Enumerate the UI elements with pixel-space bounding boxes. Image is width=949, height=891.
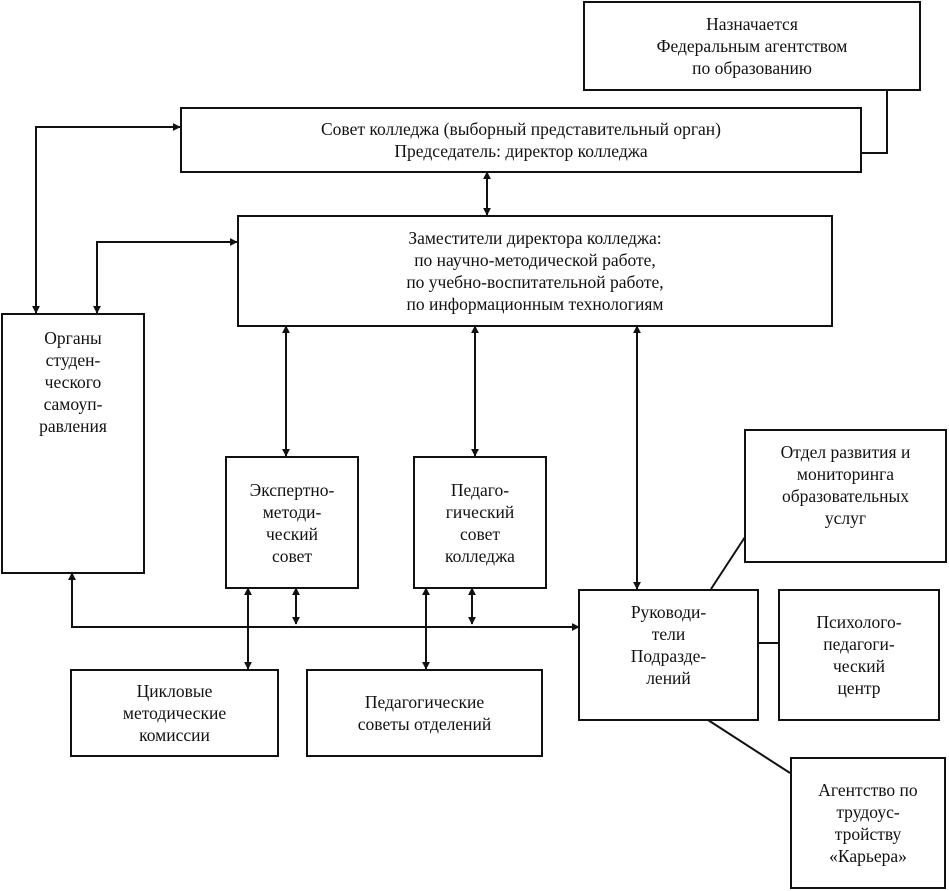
career-line-2: трудоус- xyxy=(836,802,900,822)
psych-line-4: центр xyxy=(837,678,881,698)
heads-line-2: тели xyxy=(651,624,686,644)
cycle-line-2: методические xyxy=(122,703,227,723)
appointed-line-2: Федеральным агентством xyxy=(656,36,848,56)
cycle-line-1: Цикловые xyxy=(136,681,213,701)
deptcouncils-line-2: советы отделений xyxy=(357,714,492,734)
council-line-2: Председатель: директор колледжа xyxy=(394,141,648,161)
arrow-students-deputies xyxy=(93,238,238,314)
college-council-box: Совет колледжа (выборный представительны… xyxy=(180,107,862,173)
deputies-line-1: Заместители директора колледжа: xyxy=(408,228,662,248)
psych-center-box: Психолого- педагоги- ческий центр xyxy=(778,589,940,721)
appointed-line-3: по образованию xyxy=(692,58,812,78)
expert-line-1: Экспертно- xyxy=(249,479,335,500)
heads-line-3: Подразде- xyxy=(630,646,707,666)
deputies-box: Заместители директора колледжа: по научн… xyxy=(237,215,833,327)
appointed-box: Назначается Федеральным агентством по об… xyxy=(583,1,921,91)
student-bodies-box: Органы студен- ческого самоуп- равления xyxy=(1,313,145,574)
psych-line-3: ческий xyxy=(832,656,885,676)
development-dept-box: Отдел развития и мониторинга образовател… xyxy=(744,429,947,563)
council-line-1: Совет колледжа (выборный представительны… xyxy=(321,119,721,139)
career-line-3: тройству xyxy=(834,824,902,844)
expert-line-4: совет xyxy=(271,545,313,566)
deputies-line-2: по научно-методической работе, xyxy=(414,250,656,270)
students-line-5: равления xyxy=(39,416,107,436)
students-line-1: Органы xyxy=(44,328,102,348)
career-line-1: Агентство по xyxy=(818,780,918,800)
heads-line-1: Руководи- xyxy=(630,602,707,622)
development-line-2: мониторинга xyxy=(796,464,895,484)
pedcouncil-line-1: Педаго- xyxy=(450,479,510,500)
cycle-line-3: комиссии xyxy=(139,725,210,745)
expert-line-3: ческий xyxy=(265,523,318,544)
students-line-2: студен- xyxy=(45,350,101,370)
psych-line-1: Психолого- xyxy=(816,612,902,632)
appointed-line-1: Назначается xyxy=(706,14,798,34)
psych-line-2: педагоги- xyxy=(823,634,895,654)
link-heads-development xyxy=(710,536,746,590)
pedcouncil-line-3: совет xyxy=(459,523,501,544)
development-line-1: Отдел развития и xyxy=(780,442,911,462)
cycle-commissions-box: Цикловые методические комиссии xyxy=(70,669,279,757)
career-line-4: «Карьера» xyxy=(829,846,907,866)
deputies-line-3: по учебно-воспитательной работе, xyxy=(406,272,664,292)
development-line-3: образовательных xyxy=(781,486,910,506)
students-line-4: самоуп- xyxy=(43,394,103,414)
students-line-3: ческого xyxy=(44,372,102,392)
development-line-4: услуг xyxy=(824,508,867,528)
career-agency-box: Агентство по трудоус- тройству «Карьера» xyxy=(790,757,946,889)
pedcouncil-line-2: гический xyxy=(445,501,515,522)
deputies-line-4: по информационным технологиям xyxy=(406,294,664,314)
pedagogical-council-box: Педаго- гический совет колледжа xyxy=(413,456,547,589)
expert-line-2: методи- xyxy=(262,501,322,522)
dept-councils-box: Педагогические советы отделений xyxy=(306,669,543,757)
arrow-students-council xyxy=(32,123,181,314)
department-heads-box: Руководи- тели Подразде- лений xyxy=(578,589,759,721)
link-heads-career xyxy=(707,719,791,774)
pedcouncil-line-4: колледжа xyxy=(445,545,515,566)
heads-line-4: лений xyxy=(646,668,691,688)
deptcouncils-line-1: Педагогические xyxy=(364,692,485,712)
expert-council-box: Экспертно- методи- ческий совет xyxy=(225,456,359,589)
